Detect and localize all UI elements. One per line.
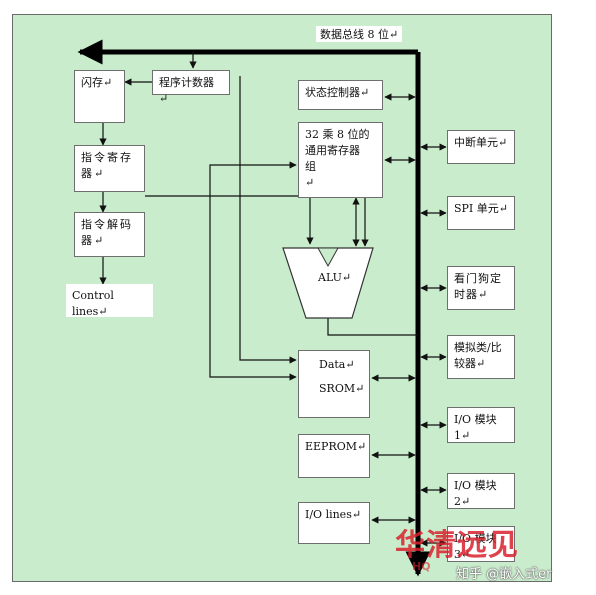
io-lines-block: I/O lines↵ xyxy=(298,502,370,544)
io-module-3-block: I/O 模块 3↵ xyxy=(447,526,515,562)
ir-branch-line xyxy=(145,195,314,245)
io-module-1-block: I/O 模块 1↵ xyxy=(447,407,515,443)
site-watermark: 知乎 @嵌入式er xyxy=(456,567,552,582)
status-controller-block: 状态控制器↵ xyxy=(298,80,383,110)
analog-comparator-block: 模拟类/比 较器↵ xyxy=(447,335,515,379)
logo-watermark: 华清远见 xyxy=(395,528,519,563)
logo-sub-watermark: HQ xyxy=(412,560,431,573)
ir-to-sram-line xyxy=(209,196,297,381)
alu-label: ALU↵ xyxy=(318,271,352,284)
control-lines-block: Control lines↵ xyxy=(66,284,153,318)
io-module-2-block: I/O 模块 2↵ xyxy=(447,473,515,509)
instruction-register-block: 指令寄存 器↵ xyxy=(74,145,145,192)
interrupt-unit-block: 中断单元↵ xyxy=(447,130,515,164)
spi-unit-block: SPI 单元↵ xyxy=(447,196,515,230)
bus-label: 数据总线 8 位↵ xyxy=(316,26,403,42)
register-file-block: 32 乘 8 位的 通用寄存器 组 ↵ xyxy=(298,122,383,198)
alu-notch xyxy=(317,247,339,268)
watchdog-timer-block: 看门狗定 时器↵ xyxy=(447,266,515,310)
data-bus xyxy=(77,39,431,577)
flash-block: 闪存↵ xyxy=(74,70,125,123)
data-sram-block: Data↵ SROM↵ xyxy=(298,350,370,418)
ir-to-regfile-line xyxy=(209,161,297,196)
alu-shape xyxy=(282,247,374,319)
eeprom-block: EEPROM↵ xyxy=(298,434,370,478)
pc-to-sram-line xyxy=(239,76,297,364)
alu-to-bus-line xyxy=(327,318,418,336)
instruction-decoder-block: 指令解码 器↵ xyxy=(74,212,145,257)
program-counter-block: 程序计数器↵ xyxy=(152,70,230,105)
